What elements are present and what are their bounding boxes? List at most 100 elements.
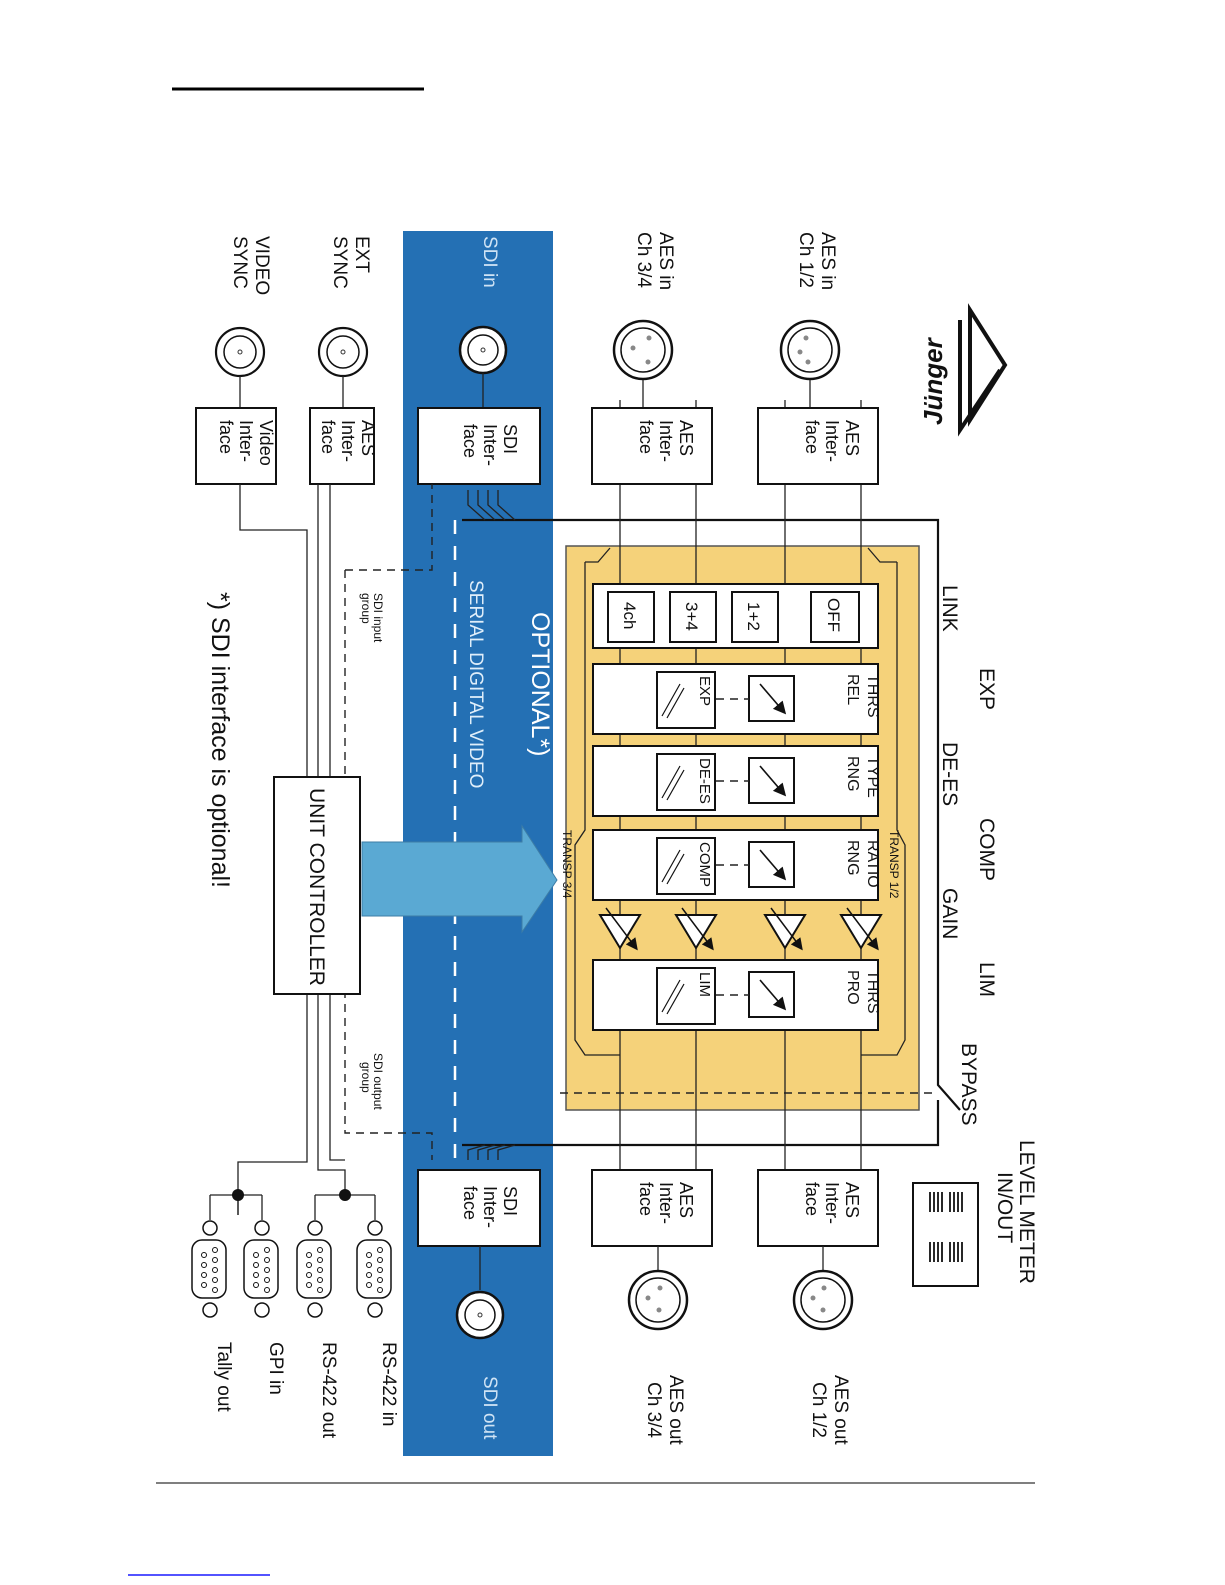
svg-text:face: face: [460, 424, 480, 458]
svg-text:face: face: [460, 1186, 480, 1220]
svg-text:Video: Video: [256, 420, 276, 466]
gain-triangle-icon[interactable]: [763, 907, 807, 951]
bnc-connector-icon[interactable]: [317, 326, 369, 378]
control-arrow: [361, 824, 558, 934]
section-label-gain: GAIN: [938, 888, 961, 939]
svg-text:4ch: 4ch: [620, 602, 639, 629]
xlr-connector-icon[interactable]: [627, 1269, 689, 1331]
serial-digital-video-label: SERIAL DIGITAL VIDEO: [465, 580, 486, 788]
xlr-connector-icon[interactable]: [612, 319, 674, 381]
aes-interface-box: [591, 407, 713, 485]
gain-stages: [598, 907, 883, 951]
svg-text:AES: AES: [676, 420, 696, 456]
sdi-interface-box: [417, 407, 541, 485]
svg-text:Inter-: Inter-: [822, 1182, 842, 1224]
svg-text:AES out: AES out: [830, 1375, 851, 1445]
svg-text:group: group: [359, 593, 373, 624]
expander-curve-icon: [656, 671, 716, 729]
svg-text:Ch 1/2: Ch 1/2: [795, 232, 816, 288]
aes-interface-box: [591, 1169, 713, 1247]
bnc-connector-icon[interactable]: [214, 326, 266, 378]
control-knob-icon[interactable]: [748, 841, 795, 888]
gain-triangle-icon[interactable]: [839, 907, 883, 951]
deesser-curve-icon: [656, 753, 716, 811]
compressor-curve-icon: [656, 837, 716, 895]
transp-12-label: TRANSP 1/2: [887, 830, 901, 899]
serial-port-label: Tally out: [213, 1342, 234, 1412]
param-label: REL: [844, 674, 861, 705]
xlr-connector-icon[interactable]: [779, 319, 841, 381]
level-meter-icon: [912, 1182, 979, 1287]
link-off-button[interactable]: [810, 591, 860, 643]
input-video-sync: VIDEO SYNC Video Inter- face: [195, 236, 277, 485]
svg-text:Inter-: Inter-: [480, 1186, 500, 1228]
limiter-curve-icon: [656, 967, 716, 1025]
svg-text:3+4: 3+4: [682, 602, 701, 631]
section-label-de-es: DE-ES: [938, 742, 961, 806]
svg-text:EXT: EXT: [351, 236, 372, 273]
svg-text:IN/OUT: IN/OUT: [993, 1172, 1016, 1243]
svg-text:SYNC: SYNC: [329, 236, 350, 289]
serial-port-label: RS-422 out: [318, 1342, 339, 1439]
svg-text:SDI in: SDI in: [479, 236, 500, 288]
param-label: THRS: [864, 970, 881, 1014]
svg-text:face: face: [802, 1182, 822, 1216]
svg-text:Ch 3/4: Ch 3/4: [633, 232, 654, 288]
db9-connector-icon[interactable]: GPI in: [243, 1220, 286, 1395]
aes-interface-box: [309, 407, 375, 485]
svg-text:SDI output: SDI output: [371, 1053, 385, 1110]
link-1plus2-button[interactable]: [731, 591, 779, 643]
gain-triangle-icon[interactable]: [674, 907, 718, 951]
serial-ports: RS-422 in RS-422 out GPI in Tally out: [191, 1180, 399, 1439]
module-label: LIM: [696, 972, 713, 997]
svg-text:Ch 3/4: Ch 3/4: [643, 1382, 664, 1438]
serial-port-label: RS-422 in: [378, 1342, 399, 1427]
svg-text:SYNC: SYNC: [229, 236, 250, 289]
svg-text:AES: AES: [842, 1182, 862, 1218]
unit-controller-label: UNIT CONTROLLER: [305, 788, 328, 986]
db9-connector-icon[interactable]: Tally out: [191, 1220, 234, 1412]
section-label-comp: COMP: [975, 818, 998, 881]
svg-text:face: face: [636, 420, 656, 454]
link-3plus4-button[interactable]: [669, 591, 717, 643]
xlr-connector-icon[interactable]: [792, 1269, 854, 1331]
controller-wiring: SDI input group SDI output group: [237, 484, 433, 1215]
svg-text:VIDEO: VIDEO: [251, 236, 272, 295]
input-sdi: SDI in SDI Inter- face: [417, 236, 541, 485]
bypass-bus: [462, 518, 961, 1147]
bnc-connector-icon[interactable]: [455, 1290, 505, 1340]
footnote: *) SDI interface is optional!: [206, 592, 234, 888]
input-aes-12: AES in Ch 1/2 AES Inter- face: [757, 232, 879, 485]
unit-controller-box: [273, 776, 361, 995]
param-label: RATIO: [864, 840, 881, 888]
svg-text:SDI input: SDI input: [371, 593, 385, 643]
section-label-lim: LIM: [975, 962, 998, 997]
svg-text:Inter-: Inter-: [236, 420, 256, 462]
param-label: RNG: [844, 840, 861, 876]
section-label-link: LINK: [938, 585, 961, 632]
svg-text:Inter-: Inter-: [480, 424, 500, 466]
svg-text:SDI: SDI: [500, 424, 520, 454]
param-label: PRO: [844, 970, 861, 1005]
level-meter: LEVEL METER IN/OUT: [912, 1140, 1038, 1287]
svg-text:face: face: [216, 420, 236, 454]
dynamics-modules: THRSRELEXPTYPERNGDE-ESRATIORNGCOMPTHRSPR…: [592, 663, 881, 1031]
svg-text:Inter-: Inter-: [656, 1182, 676, 1224]
svg-text:face: face: [636, 1182, 656, 1216]
output-sdi: SDI Inter- face SDI out: [417, 1169, 541, 1440]
db9-connector-icon[interactable]: RS-422 in: [356, 1220, 399, 1427]
gain-triangle-icon[interactable]: [598, 907, 642, 951]
svg-text:AES in: AES in: [817, 232, 838, 290]
logo-text: Jünger: [918, 336, 948, 425]
bnc-connector-icon[interactable]: [458, 325, 508, 375]
db9-connector-icon[interactable]: RS-422 out: [296, 1220, 339, 1439]
section-label-exp: EXP: [975, 668, 998, 710]
svg-text:AES out: AES out: [665, 1375, 686, 1445]
link-4ch-button[interactable]: [607, 591, 655, 643]
param-label: THRS: [864, 674, 881, 718]
